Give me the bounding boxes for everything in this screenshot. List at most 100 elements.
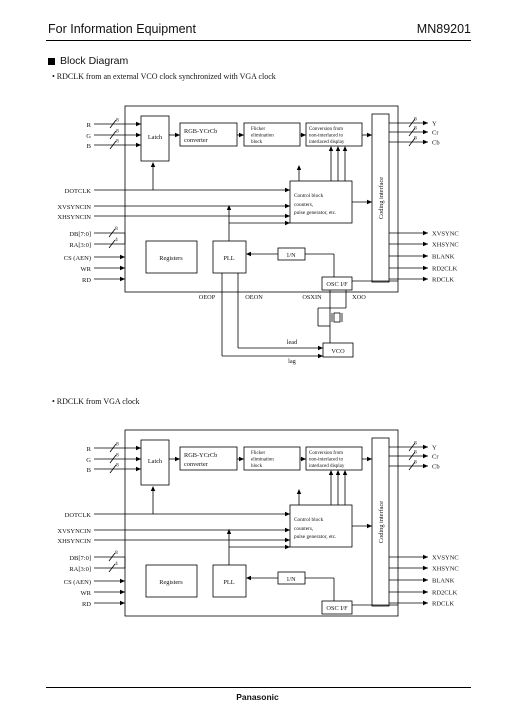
output-label-y: Y <box>432 121 437 128</box>
output-label-cb: Cb <box>432 464 440 471</box>
arrowhead-left <box>246 251 251 257</box>
output-bus-slash-y <box>408 118 416 128</box>
output-bus-slash-cr <box>408 127 416 137</box>
arrowhead-right <box>423 554 428 560</box>
registers-label: Registers <box>159 579 183 586</box>
coding-interface-block <box>371 113 390 283</box>
arrowhead-right <box>285 544 290 550</box>
output-label-cr: Cr <box>432 130 439 137</box>
registers-label: Registers <box>159 255 183 262</box>
arrowhead-up <box>342 146 348 151</box>
bus-width-db: 8 <box>115 550 118 556</box>
input-label-g: G <box>86 457 91 464</box>
header-part-number: MN89201 <box>416 22 471 36</box>
output-label-xhsync: XHSYNC <box>432 566 459 573</box>
bus-slash-r <box>109 119 117 129</box>
rgb-converter-label-1: RGB-YCrCb <box>184 452 217 459</box>
bus-width-b: 8 <box>116 463 119 469</box>
conversion-label-1: Conversion from <box>309 451 343 456</box>
control-block <box>289 180 353 224</box>
lead-label: lead <box>287 339 298 346</box>
vco-label: VCO <box>331 348 345 355</box>
arrowhead-right <box>285 187 290 193</box>
input-label-b: B <box>87 143 92 150</box>
header-product-category: For Information Equipment <box>48 22 196 36</box>
pll-label: PLL <box>223 579 234 586</box>
bus-width-g: 8 <box>116 129 119 135</box>
registers-block <box>145 240 198 274</box>
pll-block <box>212 564 247 598</box>
latch-block <box>140 115 170 162</box>
output-label-xvsync: XVSYNC <box>432 555 459 562</box>
output-bus-slash-cb <box>408 137 416 147</box>
output-label-cb: Cb <box>432 140 440 147</box>
block-diagram-external-vco: R8G8B8LatchRGB-YCrCbconverterFlickerelim… <box>57 105 459 365</box>
arrowhead-right <box>423 253 428 259</box>
bus-slash-b <box>109 140 117 150</box>
coding-interface-block <box>371 437 390 607</box>
arrowhead-left <box>246 575 251 581</box>
flicker-label-1: Flicker <box>251 451 265 456</box>
arrowhead-right <box>285 220 290 226</box>
arrowhead-right <box>423 139 428 145</box>
arrowhead-up <box>328 146 334 151</box>
conversion-label-1: Conversion from <box>309 127 343 132</box>
conversion-label-3: interlaced display <box>309 464 345 469</box>
pin-label-oeop: OEOP <box>199 294 216 301</box>
block-diagram-vga-clock: R8G8B8LatchRGB-YCrCbconverterFlickerelim… <box>57 429 459 617</box>
arrowhead-right <box>136 121 141 127</box>
input-label-ra: RA[3:0] <box>69 242 91 249</box>
arrowhead-right <box>318 353 323 359</box>
flicker-elimination-block <box>243 122 301 147</box>
diagram-2-caption: • RDCLK from VGA clock <box>52 397 140 406</box>
control-label-3: pulse generator, etc. <box>294 534 336 540</box>
arrowhead-right <box>136 142 141 148</box>
output-label-xhsync: XHSYNC <box>432 242 459 249</box>
footer-divider <box>46 687 471 688</box>
output-bus-width-y: 8 <box>414 441 417 447</box>
output-bus-width-cb: 8 <box>414 136 417 142</box>
arrowhead-right <box>136 132 141 138</box>
arrowhead-right <box>423 241 428 247</box>
arrowhead-right <box>120 265 125 271</box>
control-label-2: counters, <box>294 202 313 208</box>
output-label-rd2clk: RD2CLK <box>432 590 458 597</box>
coding-interface-label: Coding interface <box>378 501 385 543</box>
input-label-b: B <box>87 467 92 474</box>
input-label-db: DB[7:0] <box>69 231 91 238</box>
arrowhead-right <box>120 276 125 282</box>
section-heading: Block Diagram <box>48 55 128 67</box>
conversion-label-2: non-interlaced to <box>309 134 344 139</box>
square-bullet-icon <box>48 57 55 65</box>
arrowhead-right <box>423 453 428 459</box>
output-label-rd2clk: RD2CLK <box>432 266 458 273</box>
output-label-blank: BLANK <box>432 254 455 261</box>
arrowhead-right <box>367 523 372 529</box>
input-label-wr: WR <box>81 266 92 273</box>
bus-slash-g <box>109 130 117 140</box>
latch-block <box>140 439 170 486</box>
input-label-ra: RA[3:0] <box>69 566 91 573</box>
rgb-converter-block <box>179 122 238 147</box>
arrowhead-right <box>120 254 125 260</box>
arrowhead-right <box>285 527 290 533</box>
pin-label-oeon: OEON <box>245 294 263 301</box>
output-label-xvsync: XVSYNC <box>432 231 459 238</box>
arrowhead-right <box>423 463 428 469</box>
rgb-converter-label-2: converter <box>184 461 209 468</box>
arrowhead-right <box>120 600 125 606</box>
latch-label: Latch <box>148 134 163 141</box>
arrowhead-up <box>150 162 156 167</box>
flicker-elimination-block <box>243 446 301 471</box>
output-bus-width-y: 8 <box>414 117 417 123</box>
output-label-cr: Cr <box>432 454 439 461</box>
osc-label: OSC I/F <box>326 281 348 288</box>
arrowhead-right <box>120 589 125 595</box>
rgb-converter-label-1: RGB-YCrCb <box>184 128 217 135</box>
arrowhead-up <box>335 146 341 151</box>
osc-interface-block <box>321 276 353 291</box>
arrowhead-up <box>296 165 302 170</box>
arrowhead-right <box>301 132 306 138</box>
arrowhead-right <box>301 456 306 462</box>
bus-width-db: 8 <box>115 226 118 232</box>
